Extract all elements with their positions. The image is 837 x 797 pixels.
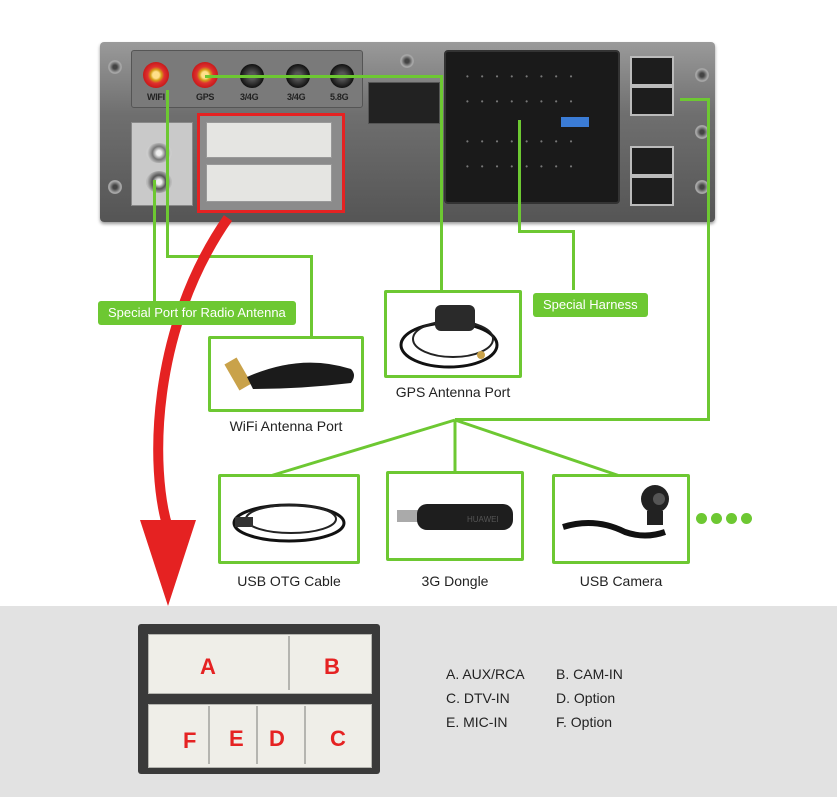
34g-label-1: 3/4G bbox=[240, 92, 259, 102]
wifi-sma-connector bbox=[143, 62, 169, 88]
legend-a: A. AUX/RCA bbox=[446, 666, 525, 682]
more-dot bbox=[696, 513, 707, 524]
letter-f: F bbox=[183, 728, 197, 753]
34g-label-2: 3/4G bbox=[287, 92, 306, 102]
connector-top-row bbox=[148, 634, 372, 694]
letter-e: E bbox=[229, 726, 244, 751]
screw-icon bbox=[108, 60, 122, 74]
letter-d: D bbox=[269, 726, 285, 751]
screw-icon bbox=[695, 180, 709, 194]
gps-line-vertical bbox=[440, 75, 443, 290]
radio-antenna-socket bbox=[131, 122, 193, 206]
letter-c: C bbox=[330, 726, 346, 751]
wifi-line-drop bbox=[310, 255, 313, 337]
connector-closeup-photo bbox=[138, 624, 380, 774]
usb-port-4 bbox=[630, 176, 674, 206]
camera-box bbox=[552, 474, 690, 564]
usb-line-bottom bbox=[455, 418, 710, 421]
fakra-connector bbox=[368, 82, 440, 124]
harness-line-drop bbox=[572, 230, 575, 290]
dongle-box: HUAWEI bbox=[386, 471, 524, 561]
usb-line-horizontal bbox=[680, 98, 710, 101]
harness-line-vertical bbox=[518, 120, 521, 232]
screw-icon bbox=[695, 68, 709, 82]
dongle-caption: 3G Dongle bbox=[421, 573, 489, 589]
usb-line-vertical bbox=[707, 98, 710, 420]
usb-otg-caption: USB OTG Cable bbox=[237, 573, 341, 589]
radio-line bbox=[153, 180, 156, 302]
usb-port-2 bbox=[630, 86, 674, 116]
gps-caption: GPS Antenna Port bbox=[395, 384, 511, 400]
screw-icon bbox=[108, 180, 122, 194]
svg-text:HUAWEI: HUAWEI bbox=[467, 515, 499, 524]
usb-port-1 bbox=[630, 56, 674, 86]
more-dot bbox=[741, 513, 752, 524]
connector-detail-section bbox=[0, 606, 837, 797]
red-arrow-head bbox=[140, 520, 196, 606]
red-arrow bbox=[153, 215, 233, 530]
58g-label: 5.8G bbox=[330, 92, 349, 102]
letter-b: B bbox=[324, 654, 340, 679]
radio-antenna-callout: Special Port for Radio Antenna bbox=[98, 301, 296, 325]
legend-b: B. CAM-IN bbox=[556, 666, 623, 682]
gps-line-horizontal bbox=[205, 75, 443, 78]
camera-icon bbox=[562, 485, 669, 539]
wifi-line-horizontal bbox=[166, 255, 312, 258]
wifi-port-label: WIFI bbox=[147, 92, 165, 102]
harness-line-horizontal bbox=[518, 230, 574, 233]
wifi-antenna-box bbox=[208, 336, 364, 412]
dongle-icon: HUAWEI bbox=[397, 504, 513, 530]
legend-f: F. Option bbox=[556, 714, 613, 730]
letter-a: A bbox=[200, 654, 216, 679]
wifi-line-vertical bbox=[166, 90, 169, 258]
legend-e: E. MIC-IN bbox=[446, 714, 508, 730]
connector-bottom-row bbox=[148, 704, 372, 768]
legend-d: D. Option bbox=[556, 690, 616, 706]
more-dot bbox=[711, 513, 722, 524]
gps-antenna-box bbox=[384, 290, 522, 378]
screw-icon bbox=[400, 54, 414, 68]
usb-port-3 bbox=[630, 146, 674, 176]
wifi-caption: WiFi Antenna Port bbox=[229, 418, 343, 434]
gps-port-label: GPS bbox=[196, 92, 215, 102]
screw-icon bbox=[695, 125, 709, 139]
camera-caption: USB Camera bbox=[579, 573, 663, 589]
gps-antenna-icon bbox=[399, 305, 499, 369]
usb-cable-icon bbox=[232, 503, 346, 543]
usb-otg-box bbox=[218, 474, 360, 564]
special-harness-callout: Special Harness bbox=[533, 293, 648, 317]
wifi-antenna-icon bbox=[224, 357, 354, 391]
more-dot bbox=[726, 513, 737, 524]
legend-c: C. DTV-IN bbox=[446, 690, 510, 706]
aux-connector-block bbox=[197, 113, 345, 213]
